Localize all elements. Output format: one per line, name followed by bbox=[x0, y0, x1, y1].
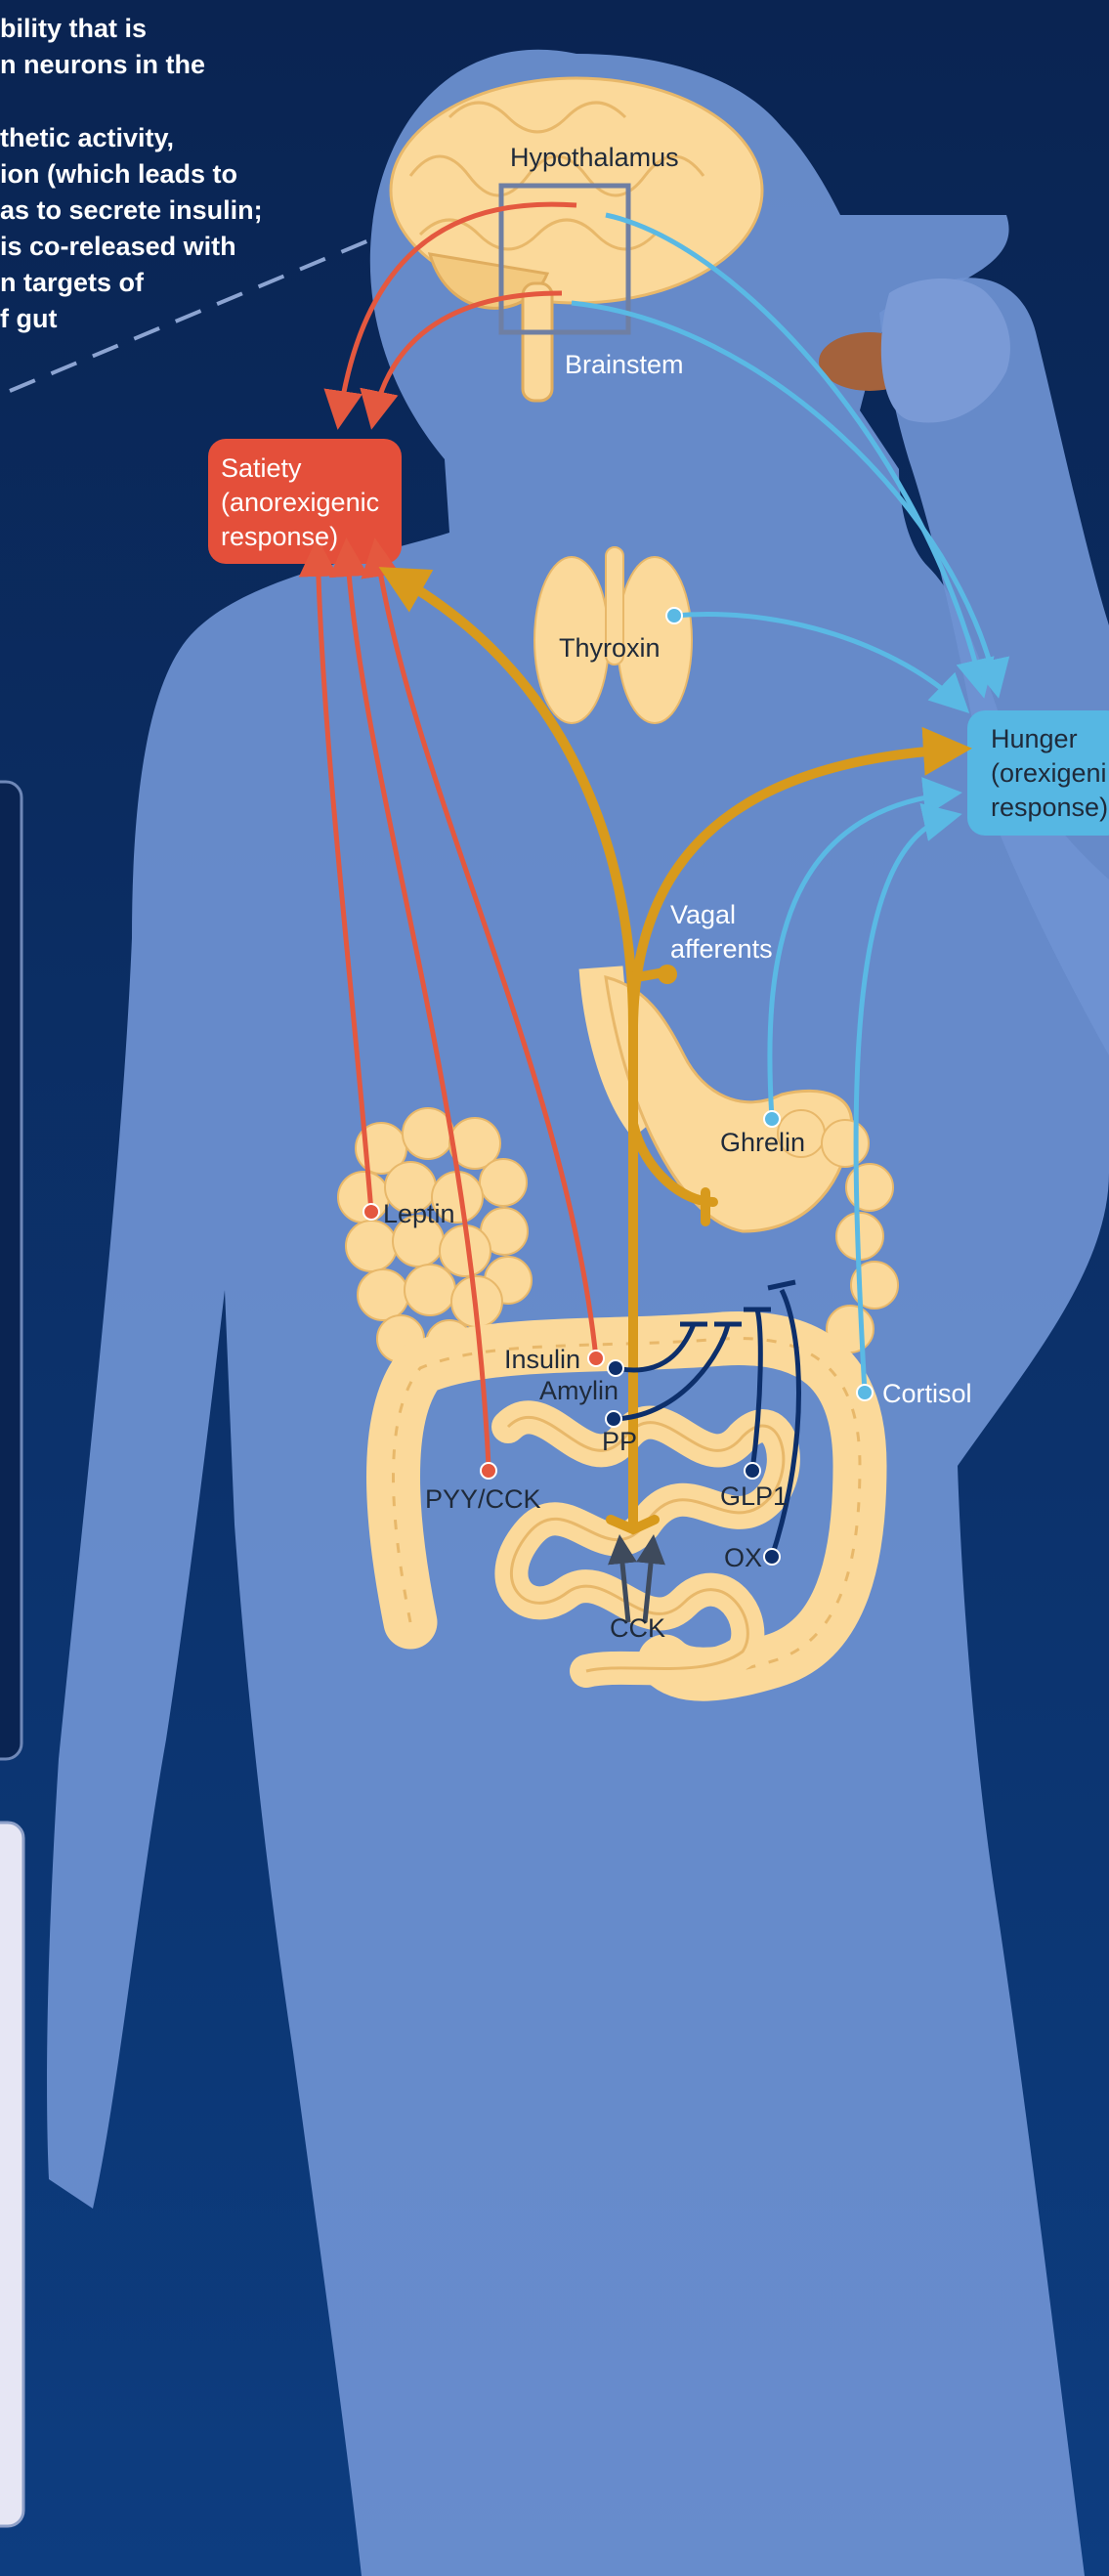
cortisol-dot bbox=[857, 1385, 873, 1400]
insulin-label: Insulin bbox=[504, 1345, 580, 1374]
glp1-label: GLP1 bbox=[720, 1481, 788, 1511]
intro-line-2: n neurons in the bbox=[0, 50, 205, 79]
vagal-label-2: afferents bbox=[670, 934, 773, 964]
pyy-cck-dot bbox=[481, 1463, 496, 1479]
thyroxin-label: Thyroxin bbox=[559, 633, 661, 663]
side-panel-bottom bbox=[0, 1823, 23, 2526]
hunger-label-3: response) bbox=[991, 793, 1108, 822]
satiety-label-1: Satiety bbox=[221, 453, 302, 483]
ox-dot bbox=[764, 1549, 780, 1565]
insulin-dot bbox=[588, 1351, 604, 1366]
vagal-afferents-node bbox=[658, 965, 677, 984]
intro-line-7: is co-released with bbox=[0, 232, 236, 261]
amylin-label: Amylin bbox=[539, 1376, 618, 1405]
amylin-dot bbox=[608, 1360, 623, 1376]
hunger-label-2: (orexigeni bbox=[991, 758, 1107, 788]
brainstem-shape bbox=[523, 283, 552, 401]
intro-line-6: as to secrete insulin; bbox=[0, 195, 263, 225]
hunger-label-1: Hunger bbox=[991, 724, 1078, 753]
pyy-cck-label: PYY/CCK bbox=[425, 1484, 541, 1514]
intro-line-9: f gut bbox=[0, 304, 57, 333]
hypothalamus-label: Hypothalamus bbox=[510, 143, 679, 172]
thyroxin-dot bbox=[666, 608, 682, 623]
cck-label: CCK bbox=[610, 1613, 665, 1643]
cortisol-label: Cortisol bbox=[882, 1379, 972, 1408]
vagal-label-1: Vagal bbox=[670, 900, 736, 929]
brainstem-label: Brainstem bbox=[565, 350, 684, 379]
intro-line-5: ion (which leads to bbox=[0, 159, 237, 189]
ghrelin-dot bbox=[764, 1111, 780, 1127]
pp-dot bbox=[606, 1411, 621, 1427]
glp1-dot bbox=[745, 1463, 760, 1479]
satiety-label-3: response) bbox=[221, 522, 338, 551]
intro-line-1: bility that is bbox=[0, 14, 147, 43]
ghrelin-label: Ghrelin bbox=[720, 1128, 805, 1157]
leptin-label: Leptin bbox=[383, 1199, 455, 1228]
ox-label: OX bbox=[724, 1543, 762, 1572]
satiety-label-2: (anorexigenic bbox=[221, 488, 379, 517]
intro-line-4: thetic activity, bbox=[0, 123, 174, 152]
intro-line-8: n targets of bbox=[0, 268, 145, 297]
pp-label: PP bbox=[602, 1427, 637, 1456]
side-panel-top bbox=[0, 782, 21, 1759]
leptin-dot bbox=[363, 1204, 379, 1220]
